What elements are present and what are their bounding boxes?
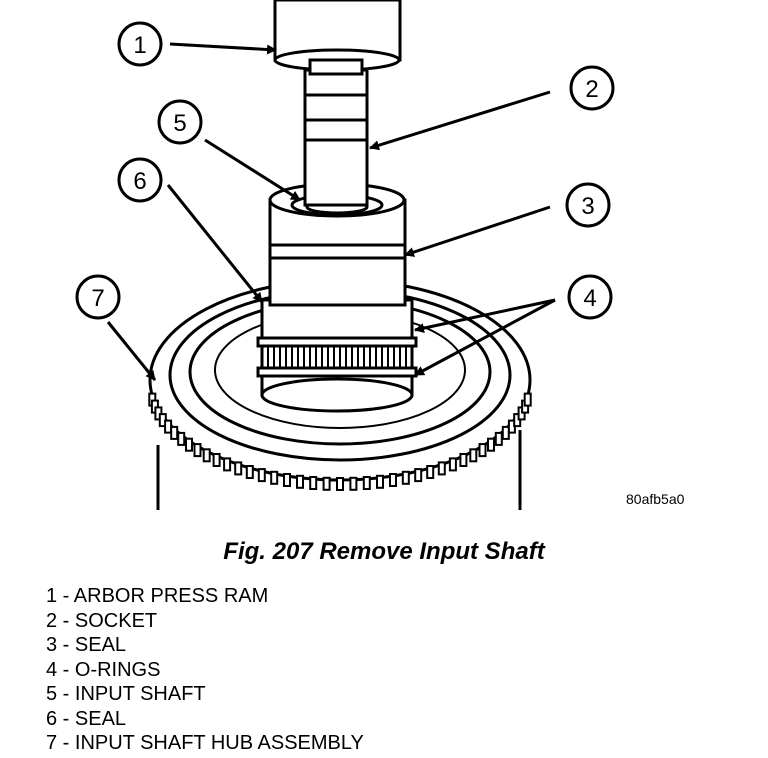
svg-text:5: 5	[173, 110, 186, 137]
gear-tooth	[322, 476, 331, 491]
gear-tooth	[437, 461, 446, 476]
gear-tooth	[478, 443, 487, 458]
svg-text:7: 7	[91, 285, 104, 312]
gear-tooth	[170, 425, 179, 440]
figure-code: 80afb5a0	[626, 491, 685, 507]
gear-tooth	[448, 457, 457, 472]
callout-2: 2	[569, 65, 615, 111]
gear-tooth	[245, 465, 254, 479]
gear-tooth	[296, 474, 304, 489]
legend-item: 3 - SEAL	[46, 634, 127, 656]
gear-tooth	[223, 457, 232, 472]
gear-tooth	[414, 468, 423, 483]
input-shaft-removal-illustration: 1 2 3 4 5 6 7	[75, 0, 615, 510]
svg-text:4: 4	[583, 285, 596, 312]
gear-tooth	[202, 448, 211, 463]
gear-tooth	[283, 473, 291, 487]
legend-item: 5 - INPUT SHAFT	[46, 683, 206, 705]
gear-tooth	[177, 431, 186, 446]
svg-text:2: 2	[585, 76, 598, 103]
callout-1: 1	[117, 21, 163, 67]
gear-tooth	[376, 474, 384, 489]
callout-4: 4	[567, 274, 613, 320]
gear-tooth	[389, 473, 397, 487]
legend-item: 1 - ARBOR PRESS RAM	[46, 585, 269, 607]
legend-item: 7 - INPUT SHAFT HUB ASSEMBLY	[46, 732, 364, 754]
svg-text:1: 1	[133, 32, 146, 59]
gear-tooth	[362, 476, 371, 490]
gear-tooth	[309, 476, 318, 490]
svg-text:6: 6	[133, 168, 146, 195]
callout-6: 6	[117, 157, 163, 203]
gear-tooth	[270, 470, 279, 485]
gear-tooth	[469, 448, 478, 463]
legend-item: 4 - O-RINGS	[46, 658, 161, 681]
gear-tooth	[426, 465, 435, 479]
leader-arrows	[106, 42, 556, 381]
gear-tooth	[401, 470, 410, 485]
gear-tooth	[193, 443, 202, 458]
input-shaft-assembly	[256, 0, 418, 413]
gear-tooth	[494, 431, 503, 446]
gear-tooth	[185, 437, 193, 452]
gear-tooth	[349, 476, 358, 491]
legend-item: 6 - SEAL	[46, 707, 127, 730]
gear-tooth	[234, 461, 243, 476]
gear-tooth	[257, 468, 266, 483]
callout-3: 3	[565, 182, 611, 228]
gear-tooth	[336, 477, 344, 491]
legend: 1 - ARBOR PRESS RAM 2 - SOCKET 3 - SEAL …	[46, 584, 364, 756]
gear-tooth	[523, 392, 532, 407]
svg-text:3: 3	[581, 193, 594, 220]
figure-caption: Fig. 207 Remove Input Shaft	[223, 538, 545, 565]
gear-tooth	[487, 437, 495, 452]
callout-7: 7	[75, 274, 121, 320]
callout-5: 5	[157, 99, 203, 145]
gear-tooth	[459, 453, 468, 467]
legend-item: 2 - SOCKET	[46, 609, 158, 632]
gear-tooth	[212, 453, 221, 467]
